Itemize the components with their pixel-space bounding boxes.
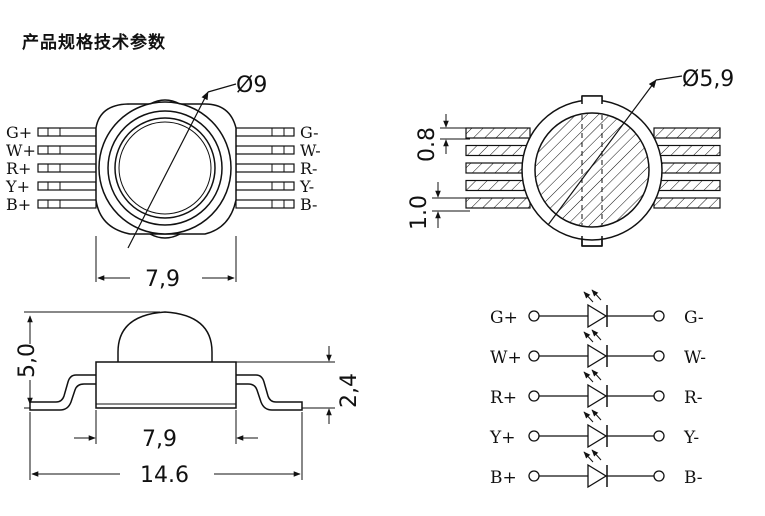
schematic-cathode-label: R-	[684, 388, 703, 408]
schematic-terminal	[528, 350, 540, 362]
bottom-pin-left	[465, 197, 531, 209]
schematic-terminal	[653, 310, 665, 322]
pin-label-left: Y+	[5, 177, 30, 196]
dim-height: 5,0	[15, 343, 40, 378]
top-view-left-pins	[37, 127, 97, 209]
top-view-lens	[114, 117, 216, 219]
top-pin-right	[235, 127, 295, 137]
schematic: G+ G- W+ W- R+ R- Y+ Y- B+ B-	[489, 289, 706, 489]
schematic-row: Y+ Y-	[489, 409, 699, 449]
schematic-anode-label: G+	[490, 308, 518, 328]
bottom-pin-left	[465, 162, 531, 174]
led-diode-icon	[587, 343, 608, 369]
side-view	[24, 311, 335, 480]
bottom-view-left-pins	[465, 127, 531, 209]
pin-label-left: B+	[6, 195, 31, 214]
bottom-view	[432, 75, 721, 247]
schematic-terminal	[653, 390, 665, 402]
bottom-pin-right	[653, 144, 721, 157]
top-pin-right	[235, 199, 295, 209]
pin-label-left: W+	[6, 141, 36, 160]
dim-body-width: 7,9	[142, 427, 177, 452]
bottom-pin-left	[465, 127, 531, 139]
top-pin-left	[37, 163, 97, 173]
top-pin-right	[235, 163, 295, 173]
led-diode-icon	[587, 383, 608, 409]
dim-lens-diameter: Ø5,9	[682, 67, 734, 92]
dim-total-width: 14.6	[140, 463, 189, 488]
led-diode-icon	[587, 303, 608, 329]
dim-pin-width: 0.8	[415, 127, 440, 162]
schematic-row: G+ G-	[490, 289, 704, 329]
bottom-pin-right	[653, 197, 721, 209]
top-pin-left	[37, 199, 97, 209]
schematic-terminal	[653, 350, 665, 362]
led-diode-icon	[587, 423, 608, 449]
schematic-row: W+ W-	[490, 329, 706, 369]
schematic-terminal	[528, 430, 540, 442]
led-diode-icon	[587, 463, 608, 489]
schematic-terminal	[528, 310, 540, 322]
top-pin-right	[235, 181, 295, 191]
top-view-right-pins	[235, 127, 295, 209]
schematic-anode-label: B+	[490, 468, 517, 488]
schematic-terminal	[528, 390, 540, 402]
bottom-pin-left	[465, 179, 531, 192]
pin-label-right: W-	[300, 141, 321, 160]
top-pin-left	[37, 127, 97, 137]
bottom-pin-right	[653, 179, 721, 192]
dim-pin-pitch: 1.0	[407, 195, 432, 230]
schematic-row: R+ R-	[490, 369, 703, 409]
side-view-body	[95, 361, 237, 409]
schematic-cathode-label: G-	[684, 308, 704, 328]
bottom-view-right-pins	[653, 127, 721, 209]
pin-labels-right: G-W-R-Y-B-	[299, 123, 321, 214]
schematic-cathode-label: B-	[684, 468, 703, 488]
dim-top-diameter: Ø9	[236, 73, 267, 98]
top-view-inner-ring	[107, 110, 223, 226]
top-pin-left	[37, 181, 97, 191]
schematic-anode-label: R+	[490, 388, 517, 408]
bottom-pin-left	[465, 144, 531, 157]
pin-label-right: G-	[300, 123, 318, 142]
bottom-pin-right	[653, 162, 721, 174]
schematic-terminal	[653, 430, 665, 442]
top-view	[37, 83, 295, 282]
pin-label-right: B-	[300, 195, 317, 214]
dim-body-height: 2,4	[337, 373, 362, 408]
schematic-terminal	[653, 470, 665, 482]
bottom-view-lens	[534, 112, 650, 228]
pin-labels-left: G+W+R+Y+B+	[5, 123, 36, 214]
top-pin-left	[37, 145, 97, 155]
schematic-anode-label: W+	[490, 348, 522, 368]
pin-label-right: R-	[300, 159, 317, 178]
bottom-pin-right	[653, 127, 721, 139]
schematic-cathode-label: Y-	[683, 428, 699, 448]
pin-label-left: G+	[6, 123, 32, 142]
schematic-row: B+ B-	[490, 449, 703, 489]
pin-label-left: R+	[6, 159, 31, 178]
page-title: 产品规格技术参数	[22, 33, 166, 53]
pin-label-right: Y-	[299, 177, 314, 196]
schematic-anode-label: Y+	[489, 428, 515, 448]
schematic-cathode-label: W-	[684, 348, 706, 368]
dim-top-width: 7,9	[145, 267, 180, 292]
schematic-terminal	[528, 470, 540, 482]
top-view-outer-ring	[98, 101, 232, 235]
top-pin-right	[235, 145, 295, 155]
